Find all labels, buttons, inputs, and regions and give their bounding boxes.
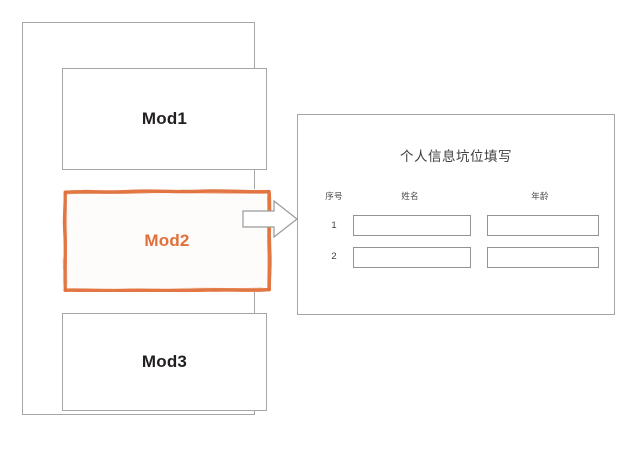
module-box-mod1[interactable]: Mod1 <box>62 68 267 170</box>
row-index-1: 1 <box>331 220 337 231</box>
module-label-mod3: Mod3 <box>141 352 188 371</box>
module-label-mod2: Mod2 <box>144 230 190 250</box>
row-index-2: 2 <box>331 251 337 262</box>
module-box-mod3[interactable]: Mod3 <box>62 313 267 411</box>
column-header-age: 年龄 <box>531 191 549 201</box>
name-input-row-2[interactable] <box>353 247 471 268</box>
module-label-mod1: Mod1 <box>141 109 188 128</box>
module-stack-container: Mod1 <box>22 22 272 415</box>
column-header-index: 序号 <box>325 191 343 201</box>
block-arrow-right-icon <box>242 199 298 239</box>
name-input-row-1[interactable] <box>353 215 471 236</box>
column-header-name: 姓名 <box>401 191 419 201</box>
form-title: 个人信息坑位填写 <box>400 149 512 164</box>
age-input-row-2[interactable] <box>487 247 599 268</box>
form-panel: 个人信息坑位填写 序号 姓名 年龄 1 2 <box>297 114 615 315</box>
age-input-row-1[interactable] <box>487 215 599 236</box>
